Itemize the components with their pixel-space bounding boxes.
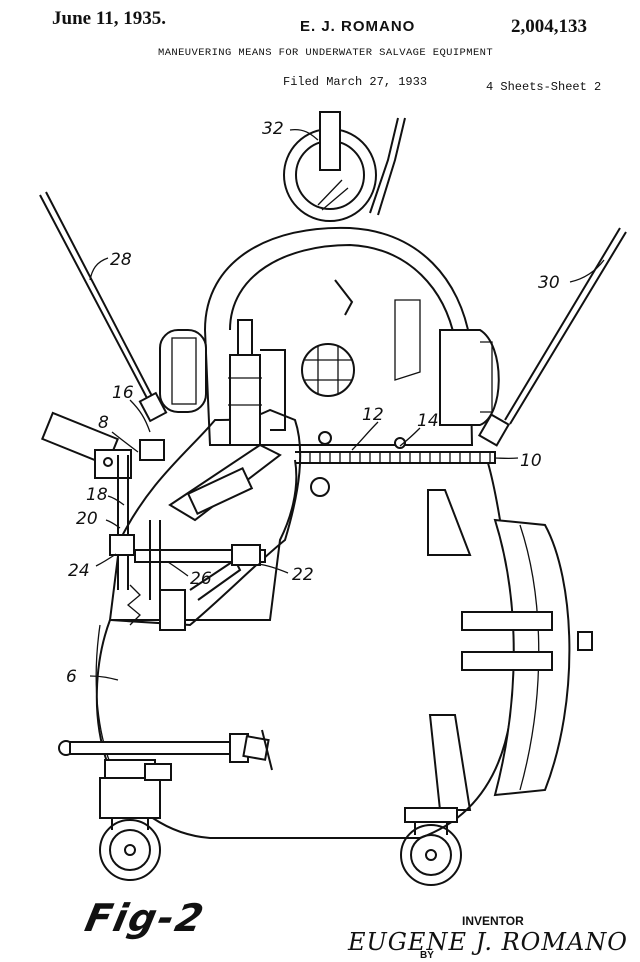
ref-6: 6: [66, 667, 77, 687]
antenna-28: [39, 191, 168, 423]
ref-20: 20: [76, 509, 98, 529]
ref-22: 22: [292, 565, 314, 585]
ring-gear: [295, 431, 496, 497]
right-port: [439, 329, 500, 426]
ref-32: 32: [262, 119, 284, 139]
by-label: BY: [420, 950, 434, 961]
ref-14: 14: [417, 411, 439, 431]
ref-16: 16: [112, 383, 134, 403]
ref-8: 8: [98, 413, 109, 433]
patent-number: 2,004,133: [511, 16, 587, 37]
left-port: [159, 329, 207, 413]
right-caster: [400, 807, 462, 886]
patent-date: June 11, 1935.: [52, 8, 167, 29]
antenna-30: [477, 227, 627, 447]
ref-26: 26: [190, 569, 212, 589]
figure-label: Fig-2: [81, 896, 210, 940]
outrigger-arm: [58, 729, 273, 771]
upper-dome: [203, 226, 474, 446]
ref-24: 24: [68, 561, 90, 581]
patent-title: MANEUVERING MEANS FOR UNDERWATER SALVAGE…: [158, 47, 494, 59]
inventor-label: INVENTOR: [462, 914, 524, 928]
lifting-ring: [283, 111, 406, 222]
side-hatch: [461, 518, 593, 797]
sheet-count: 4 Sheets-Sheet 2: [486, 80, 602, 94]
cutaway-mechanism: [108, 319, 302, 631]
inventor-signature: EUGENE J. ROMANO: [348, 928, 628, 956]
ref-12: 12: [362, 405, 384, 425]
left-caster: [99, 759, 172, 881]
filed-date: Filed March 27, 1933: [283, 75, 428, 89]
left-actuator: [41, 411, 165, 590]
ref-30: 30: [538, 273, 560, 293]
ref-28: 28: [110, 250, 132, 270]
leader-lines: [89, 129, 605, 681]
ref-18: 18: [86, 485, 108, 505]
ref-10: 10: [520, 451, 542, 471]
inventor-name: E. J. ROMANO: [300, 18, 416, 35]
